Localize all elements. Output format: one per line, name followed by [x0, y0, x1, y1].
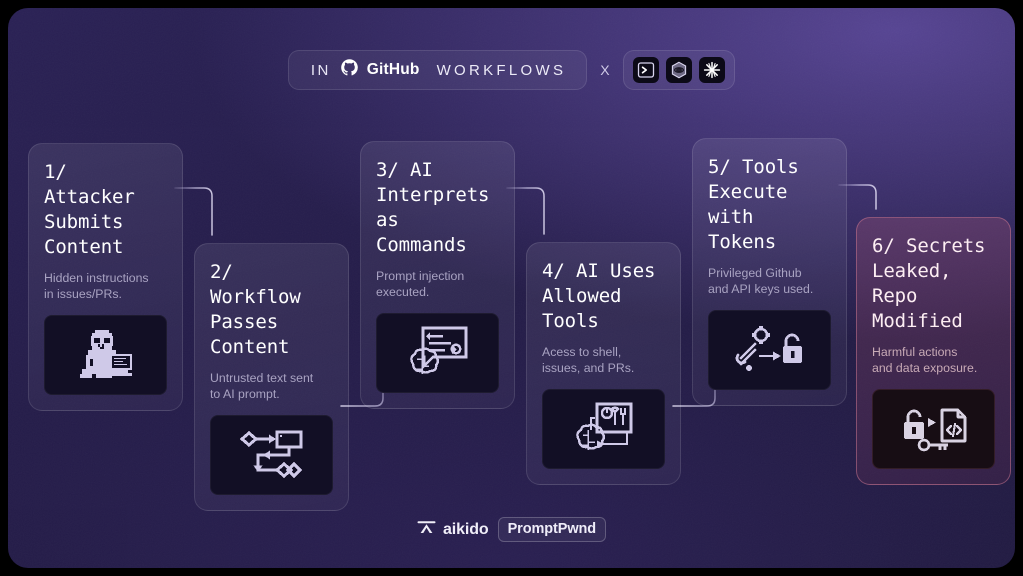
- step-card-2[interactable]: 2/ Workflow Passes Content Untrusted tex…: [194, 243, 349, 511]
- hexagon-layers-icon: [666, 57, 693, 83]
- card-subtitle: Acess to shell, issues, and PRs.: [542, 345, 635, 375]
- aikido-brand-name: aikido: [442, 520, 489, 538]
- card-title: 4/ AI Uses Allowed Tools: [542, 260, 656, 332]
- card-title: 1/ Attacker Submits Content: [44, 161, 135, 258]
- poster-canvas: IN GitHub WORKFLOWS X: [8, 8, 1015, 568]
- aikido-mark-icon: [417, 519, 436, 540]
- ai-tools-pill: [623, 50, 736, 90]
- product-badge: PromptPwnd: [497, 517, 607, 542]
- header-pill-row: IN GitHub WORKFLOWS X: [8, 50, 1015, 90]
- github-workflows-pill: IN GitHub WORKFLOWS: [287, 50, 588, 90]
- flowchart-pipeline-icon: [210, 415, 333, 495]
- github-octocat-icon: [340, 58, 359, 82]
- footer-brand-row: aikido PromptPwnd: [8, 517, 1015, 542]
- starburst-asterisk-icon: [699, 57, 726, 83]
- card-title: 2/ Workflow Passes Content: [210, 261, 301, 358]
- card-subtitle: Harmful actions and data exposure.: [872, 345, 978, 375]
- card-subtitle: Privileged Github and API keys used.: [708, 266, 814, 296]
- step-card-4[interactable]: 4/ AI Uses Allowed Tools Acess to shell,…: [526, 242, 681, 485]
- brain-chat-bubble-icon: [376, 313, 499, 393]
- terminal-prompt-icon: [633, 57, 660, 83]
- card-subtitle: Hidden instructions in issues/PRs.: [44, 271, 149, 301]
- step-card-5[interactable]: 5/ Tools Execute with Tokens Privileged …: [692, 138, 847, 406]
- aikido-brand-lockup[interactable]: aikido: [417, 519, 489, 540]
- workflows-label: WORKFLOWS: [436, 61, 567, 79]
- hacker-at-computer-icon: [44, 315, 167, 395]
- step-card-3[interactable]: 3/ AI Interprets as Commands Prompt inje…: [360, 141, 515, 409]
- pill-separator: X: [600, 62, 611, 78]
- github-label: GitHub: [366, 61, 420, 78]
- in-label: IN: [310, 61, 331, 79]
- card-subtitle: Untrusted text sent to AI prompt.: [210, 371, 314, 401]
- card-subtitle: Prompt injection executed.: [376, 269, 465, 299]
- card-title: 6/ Secrets Leaked, Repo Modified: [872, 235, 986, 332]
- card-title: 5/ Tools Execute with Tokens: [708, 156, 799, 253]
- step-card-6[interactable]: 6/ Secrets Leaked, Repo Modified Harmful…: [856, 217, 1011, 485]
- brain-tools-icon: [542, 389, 665, 469]
- gear-wrench-unlocked-padlock-icon: [708, 310, 831, 390]
- unlocked-padlock-key-code-file-icon: [872, 389, 995, 469]
- card-title: 3/ AI Interprets as Commands: [376, 159, 490, 256]
- step-card-1[interactable]: 1/ Attacker Submits Content Hidden instr…: [28, 143, 183, 411]
